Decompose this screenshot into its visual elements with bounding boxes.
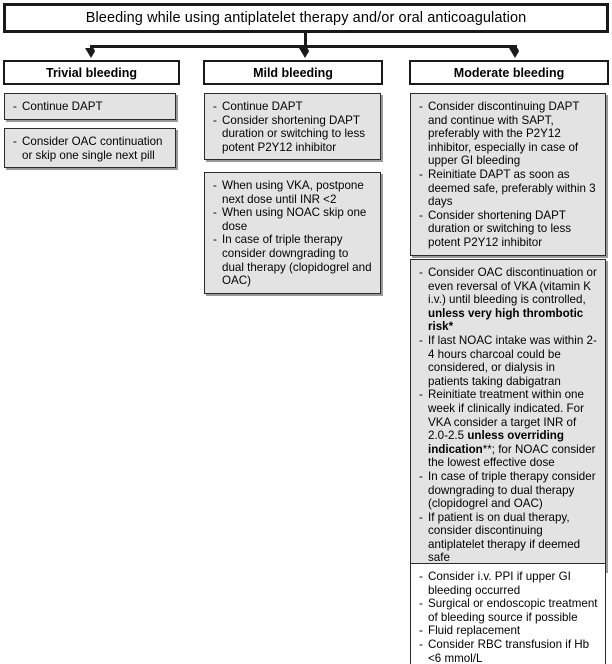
bullet-text: Consider shortening DAPT duration or swi… [428, 208, 572, 249]
bullet-item: Consider OAC discontinuation or even rev… [418, 266, 598, 334]
bullet-item: Consider RBC transfusion if Hb <6 mmol/L [418, 638, 598, 664]
mild-box-2-list: When using VKA, postpone next dose until… [212, 179, 373, 288]
bullet-text: Consider shortening DAPT duration or swi… [222, 113, 366, 154]
bullet-text: Consider i.v. PPI if upper GI bleeding o… [428, 570, 571, 597]
column-header-mild: Mild bleeding [203, 60, 383, 85]
column-header-moderate: Moderate bleeding [409, 60, 609, 85]
bullet-text: Consider OAC continuation or skip one si… [22, 135, 163, 162]
connector-horizontal-bar [90, 45, 516, 48]
column-header-trivial: Trivial bleeding [3, 60, 180, 85]
moderate-box-3-list: Consider i.v. PPI if upper GI bleeding o… [418, 570, 598, 664]
title-text: Bleeding while using antiplatelet therap… [85, 10, 527, 26]
bullet-text: Continue DAPT [222, 100, 303, 113]
bullet-item: Reinitiate DAPT as soon as deemed safe, … [418, 168, 598, 209]
column-header-trivial-label: Trivial bleeding [46, 65, 137, 80]
bullet-item: Continue DAPT [12, 100, 168, 114]
bullet-text: If patient is on dual therapy, consider … [428, 510, 581, 565]
bullet-text: Consider RBC transfusion if Hb <6 mmol/L [428, 637, 590, 664]
bullet-item: In case of triple therapy consider downg… [212, 233, 373, 287]
bullet-item: Surgical or endoscopic treatment of blee… [418, 597, 598, 624]
bullet-text: In case of triple therapy consider downg… [428, 469, 596, 511]
moderate-box-2: Consider OAC discontinuation or even rev… [410, 259, 606, 572]
bullet-text: When using NOAC skip one dose [222, 206, 367, 233]
bullet-item: Consider i.v. PPI if upper GI bleeding o… [418, 570, 598, 597]
trivial-box-2: Consider OAC continuation or skip one si… [4, 128, 176, 169]
bullet-text: Consider discontinuing DAPT and continue… [428, 100, 580, 168]
trivial-box-2-list: Consider OAC continuation or skip one si… [12, 135, 168, 162]
bullet-emphasis: unless overriding indication [428, 429, 564, 456]
bullet-text: When using VKA, postpone next dose until… [222, 179, 364, 206]
arrow-to-moderate [509, 48, 524, 58]
column-header-mild-label: Mild bleeding [253, 65, 333, 80]
bullet-item: Fluid replacement [418, 624, 598, 638]
bullet-text: Consider OAC discontinuation or even rev… [428, 266, 597, 307]
bullet-text: Continue DAPT [22, 100, 103, 113]
bullet-item: In case of triple therapy consider downg… [418, 470, 598, 511]
bullet-item: When using NOAC skip one dose [212, 206, 373, 233]
moderate-box-1-list: Consider discontinuing DAPT and continue… [418, 100, 598, 250]
bullet-item: When using VKA, postpone next dose until… [212, 179, 373, 206]
bullet-item: Consider shortening DAPT duration or swi… [418, 209, 598, 250]
bullet-item: Consider discontinuing DAPT and continue… [418, 100, 598, 168]
connector-stem-vertical [304, 33, 307, 51]
bullet-item: Consider OAC continuation or skip one si… [12, 135, 168, 162]
bullet-item: If last NOAC intake was within 2-4 hours… [418, 334, 598, 388]
bullet-emphasis: unless very high thrombotic risk* [428, 306, 584, 334]
trivial-box-1: Continue DAPT [4, 93, 176, 120]
bullet-text: In case of triple therapy consider downg… [222, 233, 372, 288]
mild-box-2: When using VKA, postpone next dose until… [204, 172, 381, 294]
bullet-item: Reinitiate treatment within one week if … [418, 388, 598, 470]
moderate-box-2-list: Consider OAC discontinuation or even rev… [418, 266, 598, 565]
bullet-text: Surgical or endoscopic treatment of blee… [428, 597, 598, 624]
bullet-text: Fluid replacement [428, 624, 521, 638]
title-box: Bleeding while using antiplatelet therap… [3, 3, 609, 33]
bullet-text: **; for NOAC consider the lowest effecti… [428, 442, 596, 470]
bullet-item: If patient is on dual therapy, consider … [418, 511, 598, 565]
moderate-box-1: Consider discontinuing DAPT and continue… [410, 93, 606, 256]
bullet-text: If last NOAC intake was within 2-4 hours… [428, 333, 597, 388]
trivial-box-1-list: Continue DAPT [12, 100, 168, 114]
column-header-moderate-label: Moderate bleeding [453, 65, 565, 80]
arrow-to-trivial [85, 48, 100, 58]
arrow-to-mild [299, 48, 314, 58]
bullet-item: Consider shortening DAPT duration or swi… [212, 114, 373, 155]
mild-box-1: Continue DAPTConsider shortening DAPT du… [204, 93, 381, 161]
bullet-text: Reinitiate DAPT as soon as deemed safe, … [428, 167, 596, 209]
moderate-box-3: Consider i.v. PPI if upper GI bleeding o… [410, 563, 606, 664]
bullet-item: Continue DAPT [212, 100, 373, 114]
bullet-text: Reinitiate treatment within one week if … [428, 388, 584, 443]
mild-box-1-list: Continue DAPTConsider shortening DAPT du… [212, 100, 373, 154]
